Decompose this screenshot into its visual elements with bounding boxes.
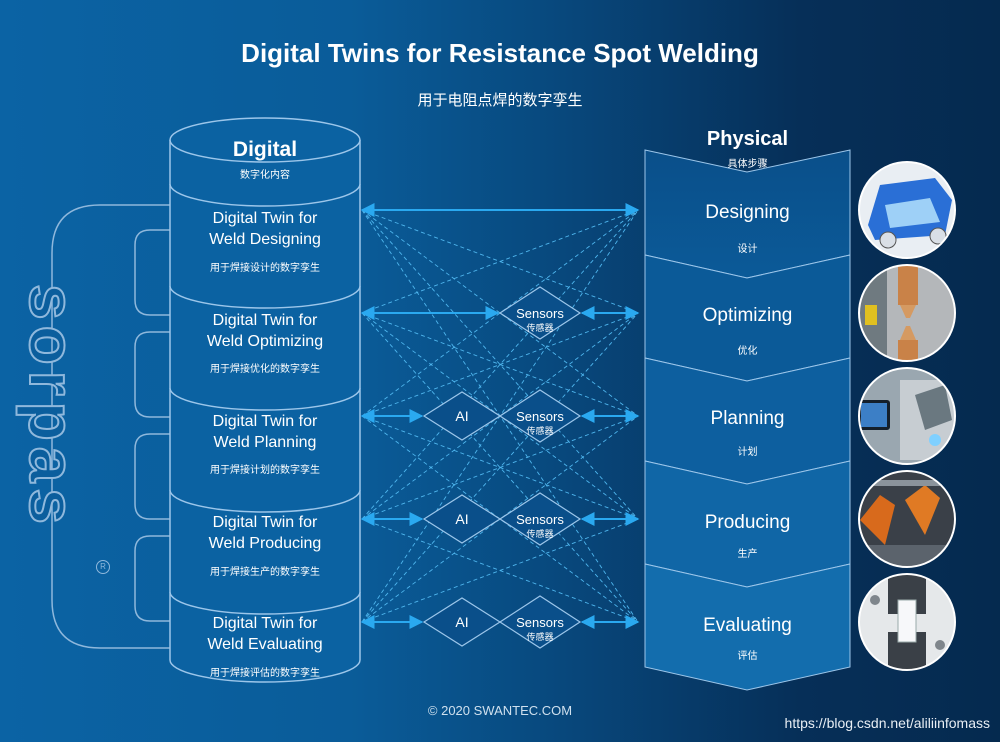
copyright-text: © 2020 SWANTEC.COM — [427, 703, 573, 718]
photo-planning — [859, 368, 955, 464]
sensors-cn-3: 传感器 — [526, 529, 554, 539]
dashed-link — [361, 312, 639, 417]
sensors-diamond-4 — [498, 595, 582, 649]
stage-producing-label: Producing — [704, 512, 791, 533]
photo-rings — [858, 161, 956, 671]
dashed-link — [361, 415, 639, 623]
source-watermark: https://blog.csdn.net/alili​infomass — [784, 715, 990, 731]
photo-evaluating — [859, 574, 955, 670]
stage-optimizing-cn: 优化 — [737, 346, 758, 357]
twin-planning-cn: 用于焊接计划的数字孪生 — [210, 465, 320, 476]
dashed-link-lines — [361, 209, 639, 623]
dashed-link — [361, 312, 639, 520]
stage-evaluating-label: Evaluating — [703, 615, 792, 636]
physical-chevrons — [644, 149, 851, 691]
photo-producing — [859, 471, 955, 567]
physical-title: Physical — [706, 128, 789, 150]
sensors-diamond-3 — [498, 492, 582, 546]
dashed-link — [361, 518, 639, 623]
twin-line2: Weld Producing — [208, 535, 322, 552]
twin-line2: Weld Optimizing — [206, 333, 324, 350]
twin-producing-title: Digital Twin for Weld Producing — [172, 512, 358, 554]
sensors-cn-4: 传感器 — [526, 632, 554, 642]
twin-producing-cn: 用于焊接生产的数字孪生 — [210, 567, 320, 578]
stage-planning-label: Planning — [710, 408, 785, 429]
page-title: Digital Twins for Resistance Spot Weldin… — [241, 38, 759, 68]
stage-optimizing-label: Optimizing — [702, 305, 793, 326]
twin-optimizing-cn: 用于焊接优化的数字孪生 — [210, 364, 320, 375]
twin-line2: Weld Evaluating — [207, 636, 323, 653]
twin-line1: Digital Twin for — [212, 514, 318, 531]
page-subtitle: 用于电阻点焊的数字孪生 — [417, 92, 583, 109]
photo-designing — [859, 162, 955, 258]
stage-evaluating-cn: 评估 — [737, 651, 758, 662]
dashed-link — [361, 415, 639, 623]
sensors-diamond-2 — [498, 389, 582, 443]
sorpas-logo: sorpas — [15, 283, 89, 531]
sensors-cn-1: 传感器 — [526, 323, 554, 333]
twin-line1: Digital Twin for — [212, 312, 318, 329]
digital-bracket — [51, 204, 170, 649]
digital-title-cn: 数字化内容 — [240, 170, 290, 181]
twin-optimizing-title: Digital Twin for Weld Optimizing — [172, 310, 358, 352]
ai-label-1: AI — [455, 408, 469, 424]
twin-designing-cn: 用于焊接设计的数字孪生 — [210, 263, 320, 274]
sensors-label-3: Sensors — [516, 512, 564, 527]
registered-mark: R — [96, 560, 110, 574]
dashed-link — [361, 209, 639, 417]
twin-evaluating-cn: 用于焊接评估的数字孪生 — [210, 668, 320, 679]
dashed-link — [361, 312, 639, 520]
twin-line1: Digital Twin for — [212, 413, 318, 430]
twin-designing-title: Digital Twin for Weld Designing — [172, 208, 358, 250]
dashed-link — [361, 415, 639, 520]
stage-designing-cn: 设计 — [737, 244, 758, 255]
digital-cylinder — [169, 117, 361, 683]
dashed-link — [361, 209, 639, 314]
twin-line1: Digital Twin for — [212, 210, 318, 227]
twin-planning-title: Digital Twin for Weld Planning — [172, 411, 358, 453]
sensors-diamond-1 — [498, 286, 582, 340]
stage-producing-cn: 生产 — [737, 549, 758, 560]
physical-title-cn: 具体步骤 — [727, 159, 768, 170]
dashed-link — [361, 209, 639, 520]
stage-designing-label: Designing — [705, 202, 790, 223]
twin-line1: Digital Twin for — [212, 615, 318, 632]
dashed-link — [361, 312, 639, 623]
digital-title: Digital — [232, 138, 298, 161]
sensors-label-1: Sensors — [516, 306, 564, 321]
dashed-link — [361, 209, 639, 417]
twin-line2: Weld Designing — [209, 231, 321, 248]
dashed-link — [361, 312, 639, 623]
twin-evaluating-title: Digital Twin for Weld Evaluating — [172, 613, 358, 655]
ai-label-3: AI — [455, 614, 469, 630]
twin-line2: Weld Planning — [213, 434, 317, 451]
photo-optimizing — [859, 265, 955, 361]
sensors-label-2: Sensors — [516, 409, 564, 424]
dashed-link — [361, 209, 639, 520]
ai-label-2: AI — [455, 511, 469, 527]
sensors-label-4: Sensors — [516, 615, 564, 630]
solid-arrows — [360, 203, 640, 629]
bracket-tabs — [134, 229, 170, 622]
sensors-cn-2: 传感器 — [526, 426, 554, 436]
stage-planning-cn: 计划 — [737, 447, 758, 458]
diamonds — [422, 286, 582, 649]
